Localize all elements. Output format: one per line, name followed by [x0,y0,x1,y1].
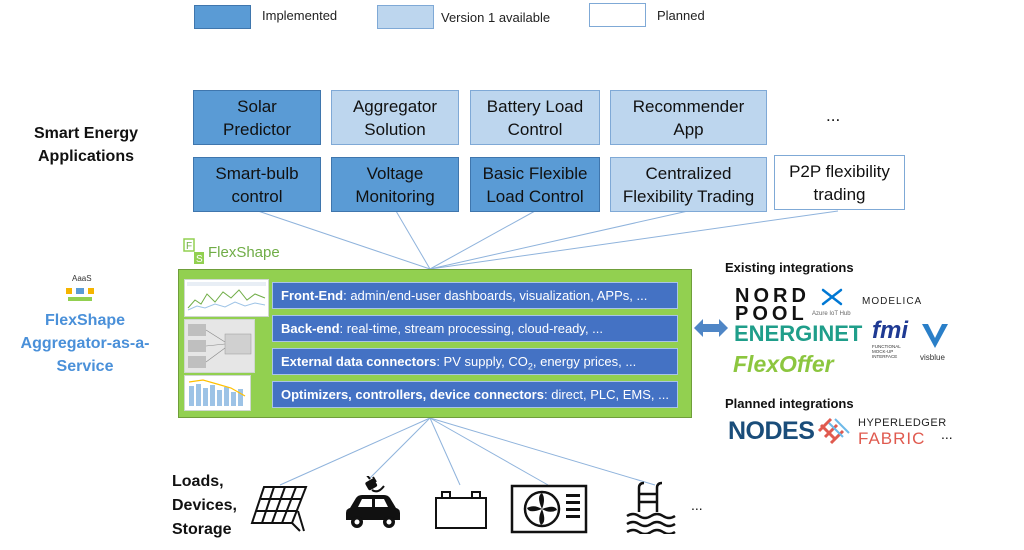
visblue-logo: visblue [920,322,952,362]
flexshape-aaas-label: FlexShape Aggregator-as-a- Service [10,309,160,378]
loads-line-2: Devices, [172,497,237,514]
planned-integrations-title: Planned integrations [725,396,854,411]
aaas-badge: AaaS [72,274,92,283]
layer-external-data-connectors[interactable]: External data connectors: PV supply, CO2… [272,348,678,375]
app-p2p-flexibility-trading[interactable]: P2P flexibility trading [774,155,905,210]
legend-version1-label: Version 1 available [441,10,551,25]
optimizer-chart-screenshot [184,375,251,411]
devices-more-ellipsis: ... [691,497,703,513]
loads-devices-storage-label: Loads, Devices, Storage [172,470,237,542]
flexoffer-logo: FlexOffer [733,351,834,377]
smart-energy-applications-label: Smart Energy Applications [26,122,146,168]
hyperledger-text: HYPERLEDGER [858,417,947,429]
app-recommender[interactable]: Recommender App [610,90,767,145]
battery-icon [435,491,487,529]
fmi-logo: fmi FUNCTIONAL MOCK-UP INTERFACE [872,317,918,360]
azure-iot-icon [821,288,843,306]
nordpool-line-1: NORD [735,285,810,307]
energinet-logo: ENERGINET [734,321,863,346]
svg-text:S: S [196,254,203,265]
fmi-text: fmi [872,317,908,344]
svg-text:F: F [186,241,192,252]
app-centralized-flexibility-trading[interactable]: Centralized Flexibility Trading [610,157,767,212]
integrations-more-ellipsis: ... [941,426,953,442]
loads-line-3: Storage [172,521,232,538]
sea-line-1: Smart Energy [33,125,139,142]
app-solar-predictor[interactable]: Solar Predictor [193,90,321,145]
pool-icon [626,481,676,534]
flexshape-aaas-line-1: FlexShape [44,312,126,329]
existing-integrations-title: Existing integrations [725,260,854,275]
loads-line-1: Loads, [172,473,224,490]
legend-implemented-label: Implemented [262,8,338,23]
fmi-subtitle: FUNCTIONAL MOCK-UP INTERFACE [872,344,901,359]
layer-optimizers-title: Optimizers, controllers, device connecto… [281,387,544,402]
layer-external-data-desc: : PV supply, CO [436,354,528,369]
modelica-logo: MODELICA [862,296,923,307]
flexshape-logo-text: FlexShape [208,244,280,261]
layer-front-end[interactable]: Front-End: admin/end-user dashboards, vi… [272,282,678,309]
legend-planned-label: Planned [657,8,705,23]
aaas-icon: AaaS [62,274,98,306]
flexshape-logo: F S FlexShape [183,238,280,268]
dashboard-screenshot [184,279,269,317]
heat-pump-icon [510,484,588,534]
azure-iot-label: Azure IoT Hub [812,311,851,317]
legend-planned-swatch [589,3,646,27]
hyperledger-icon [817,417,850,445]
fabric-text: FABRIC [858,429,926,448]
nordpool-logo: NORD POOL [735,285,810,325]
flexshape-aaas-line-2: Aggregator-as-a- [20,335,150,352]
visblue-icon [922,324,948,348]
layer-front-end-title: Front-End [281,288,344,303]
layer-optimizers-desc: : direct, PLC, EMS, ... [543,387,669,402]
visblue-text: visblue [920,353,945,362]
flexshape-aaas-line-3: Service [56,358,114,375]
layer-back-end-desc: : real-time, stream processing, cloud-re… [339,321,603,336]
layer-back-end-title: Back-end [281,321,340,336]
layer-external-data-desc-2: , energy prices, ... [532,354,637,369]
layer-optimizers-controllers[interactable]: Optimizers, controllers, device connecto… [272,381,678,408]
layer-external-data-title: External data connectors [281,354,437,369]
layer-front-end-desc: : admin/end-user dashboards, visualizati… [343,288,648,303]
solar-panel-icon [250,486,308,532]
co2-subscript: 2 [527,361,533,372]
flexshape-logo-icon: F S [183,238,204,265]
app-smart-bulb-control[interactable]: Smart-bulb control [193,157,321,212]
app-aggregator-solution[interactable]: Aggregator Solution [331,90,459,145]
hyperledger-fabric-logo: HYPERLEDGER FABRIC [858,417,947,448]
electric-car-icon [346,476,400,528]
legend-implemented-swatch [194,5,251,29]
app-voltage-monitoring[interactable]: Voltage Monitoring [331,157,459,212]
sea-line-2: Applications [37,148,134,165]
legend-version1-swatch [377,5,434,29]
app-battery-load-control[interactable]: Battery Load Control [470,90,600,145]
apps-more-ellipsis: ... [826,106,841,125]
nordpool-line-2: POOL [735,303,808,325]
stream-processing-screenshot [184,319,255,373]
nodes-logo: NODES [728,417,815,445]
app-basic-flexible-load-control[interactable]: Basic Flexible Load Control [470,157,600,212]
bidirectional-arrow-icon [694,319,728,337]
layer-back-end[interactable]: Back-end: real-time, stream processing, … [272,315,678,342]
